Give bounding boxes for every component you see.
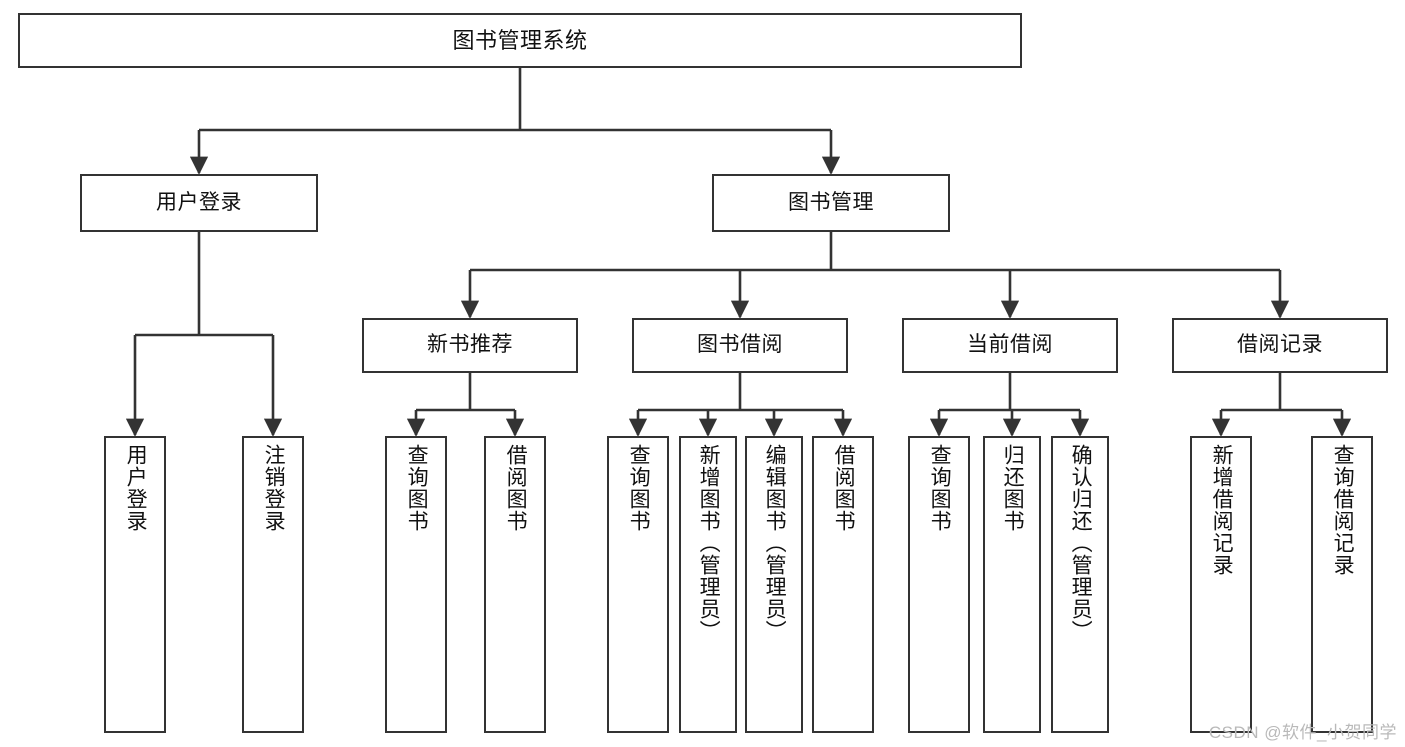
node-l3c[interactable]: 当前借阅 xyxy=(902,318,1118,373)
node-label: 图书管理系统 xyxy=(452,27,588,53)
node-leaf9[interactable]: 查询图书 xyxy=(908,436,970,733)
node-label: 新增借阅记录 xyxy=(1210,444,1234,576)
node-label: 借阅图书 xyxy=(504,444,528,532)
node-label: 用户登录 xyxy=(124,444,148,532)
node-l3d[interactable]: 借阅记录 xyxy=(1172,318,1388,373)
node-root[interactable]: 图书管理系统 xyxy=(18,13,1022,68)
node-l3a[interactable]: 新书推荐 xyxy=(362,318,578,373)
node-label: 查询图书 xyxy=(928,444,952,532)
node-leaf8[interactable]: 借阅图书 xyxy=(812,436,874,733)
node-label: 新增图书（管理员） xyxy=(697,444,721,642)
node-label: 当前借阅 xyxy=(967,333,1053,357)
node-label: 查询图书 xyxy=(405,444,429,532)
node-leaf4[interactable]: 借阅图书 xyxy=(484,436,546,733)
node-label: 借阅图书 xyxy=(832,444,856,532)
node-leaf3[interactable]: 查询图书 xyxy=(385,436,447,733)
connector-lines xyxy=(125,68,1352,437)
node-leaf7[interactable]: 编辑图书（管理员） xyxy=(745,436,803,733)
node-label: 归还图书 xyxy=(1001,444,1025,532)
node-l3b[interactable]: 图书借阅 xyxy=(632,318,848,373)
node-label: 借阅记录 xyxy=(1237,333,1323,357)
node-leaf2[interactable]: 注销登录 xyxy=(242,436,304,733)
node-l2a[interactable]: 用户登录 xyxy=(80,174,318,232)
node-label: 图书管理 xyxy=(788,190,874,214)
node-leaf5[interactable]: 查询图书 xyxy=(607,436,669,733)
node-label: 查询图书 xyxy=(627,444,651,532)
node-leaf11[interactable]: 确认归还（管理员） xyxy=(1051,436,1109,733)
node-leaf13[interactable]: 查询借阅记录 xyxy=(1311,436,1373,733)
node-label: 图书借阅 xyxy=(697,333,783,357)
node-l2b[interactable]: 图书管理 xyxy=(712,174,950,232)
node-label: 新书推荐 xyxy=(427,333,513,357)
node-label: 确认归还（管理员） xyxy=(1069,444,1093,642)
node-label: 查询借阅记录 xyxy=(1331,444,1355,576)
watermark: CSDN @软件_小贺同学 xyxy=(1208,723,1397,742)
node-leaf10[interactable]: 归还图书 xyxy=(983,436,1041,733)
node-label: 编辑图书（管理员） xyxy=(763,444,787,642)
node-label: 注销登录 xyxy=(262,444,286,532)
node-leaf12[interactable]: 新增借阅记录 xyxy=(1190,436,1252,733)
node-leaf6[interactable]: 新增图书（管理员） xyxy=(679,436,737,733)
node-label: 用户登录 xyxy=(156,190,242,214)
node-leaf1[interactable]: 用户登录 xyxy=(104,436,166,733)
